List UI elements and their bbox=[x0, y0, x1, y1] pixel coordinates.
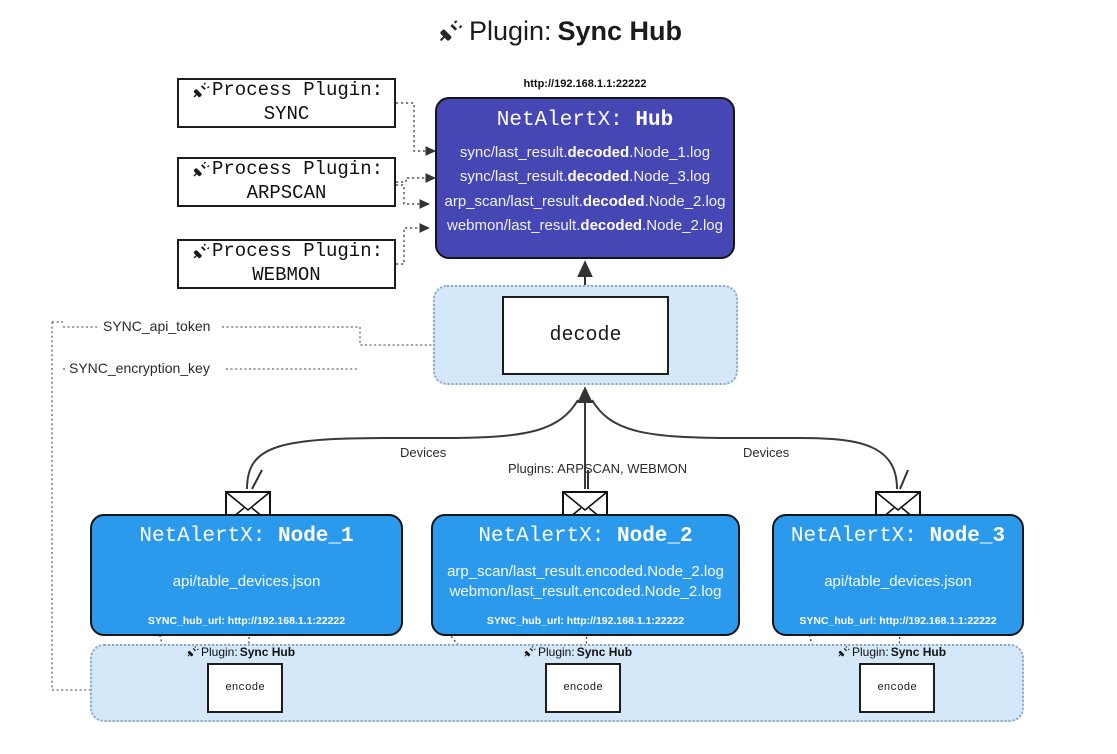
process-plugin-box-sync[interactable]: Process Plugin: SYNC bbox=[177, 78, 396, 128]
encode-box-3[interactable]: encode bbox=[859, 663, 935, 713]
plug-icon bbox=[193, 161, 210, 177]
encode-plugin-caption-2: Plugin: Sync Hub bbox=[522, 645, 632, 659]
process-plugin-name: ARPSCAN bbox=[246, 182, 327, 204]
hub-url-label: http://192.168.1.1:22222 bbox=[523, 78, 647, 90]
edge-label-devices-left: Devices bbox=[396, 445, 451, 460]
process-plugin-box-webmon[interactable]: Process Plugin: WEBMON bbox=[177, 239, 396, 289]
edge-label-devices-right: Devices bbox=[739, 445, 794, 460]
node-log-line: arp_scan/last_result.encoded.Node_2.log bbox=[447, 563, 724, 580]
plug-icon bbox=[838, 646, 850, 657]
node-hub-url: SYNC_hub_url: http://192.168.1.1:22222 bbox=[486, 615, 685, 627]
process-plugin-label: Process Plugin: bbox=[211, 158, 384, 181]
node-hub-url: SYNC_hub_url: http://192.168.1.1:22222 bbox=[147, 615, 346, 627]
node-box-node-1[interactable]: NetAlertX: Node_1 api/table_devices.json… bbox=[90, 514, 403, 636]
node-box-node-2[interactable]: NetAlertX: Node_2 arp_scan/last_result.e… bbox=[431, 514, 740, 636]
hub-log-line: sync/last_result.decoded.Node_3.log bbox=[459, 168, 711, 186]
edge-label-plugins-center: Plugins: ARPSCAN, WEBMON bbox=[508, 461, 688, 476]
sync-api-token-label: SYNC_api_token bbox=[100, 318, 214, 334]
node-title: NetAlertX: Node_1 bbox=[139, 525, 354, 548]
hub-log-line: sync/last_result.decoded.Node_1.log bbox=[459, 144, 711, 161]
hub-log-line: arp_scan/last_result.decoded.Node_2.log bbox=[444, 192, 726, 210]
process-plugin-name: SYNC bbox=[263, 103, 310, 125]
process-plugin-box-arpscan[interactable]: Process Plugin: ARPSCAN bbox=[177, 157, 396, 207]
node-log-line: webmon/last_result.encoded.Node_2.log bbox=[449, 583, 722, 600]
plug-icon bbox=[524, 646, 536, 657]
encode-plugin-caption-3: Plugin: Sync Hub bbox=[836, 645, 946, 659]
node-title: NetAlertX: Node_2 bbox=[478, 525, 693, 548]
process-plugin-name: WEBMON bbox=[252, 264, 321, 286]
node-title: NetAlertX: Node_3 bbox=[790, 525, 1006, 548]
plug-icon bbox=[439, 19, 463, 41]
node-box-node-3[interactable]: NetAlertX: Node_3 api/table_devices.json… bbox=[772, 514, 1024, 636]
node-hub-url: SYNC_hub_url: http://192.168.1.1:22222 bbox=[799, 615, 997, 627]
hub-title: NetAlertX: Hub bbox=[496, 109, 674, 132]
sync-encryption-key-label: SYNC_encryption_key bbox=[66, 360, 213, 376]
page-title-name: Sync Hub bbox=[557, 16, 683, 46]
page-title: Plugin: Sync Hub bbox=[0, 16, 1117, 47]
page-title-prefix: Plugin: bbox=[468, 16, 552, 46]
hub-node[interactable]: NetAlertX: Hub sync/last_result.decoded.… bbox=[435, 97, 735, 259]
process-plugin-label: Process Plugin: bbox=[211, 240, 384, 263]
encode-box-1[interactable]: encode bbox=[207, 663, 283, 713]
decode-box[interactable]: decode bbox=[502, 296, 669, 375]
plug-icon bbox=[187, 646, 199, 657]
plug-icon bbox=[193, 243, 210, 259]
encode-plugin-caption-1: Plugin: Sync Hub bbox=[185, 645, 295, 659]
process-plugin-label: Process Plugin: bbox=[211, 79, 384, 102]
node-log-line: api/table_devices.json bbox=[172, 573, 321, 590]
plug-icon bbox=[193, 82, 210, 98]
encode-box-2[interactable]: encode bbox=[545, 663, 621, 713]
node-log-line: api/table_devices.json bbox=[824, 573, 972, 590]
hub-log-line: webmon/last_result.decoded.Node_2.log bbox=[447, 217, 723, 235]
